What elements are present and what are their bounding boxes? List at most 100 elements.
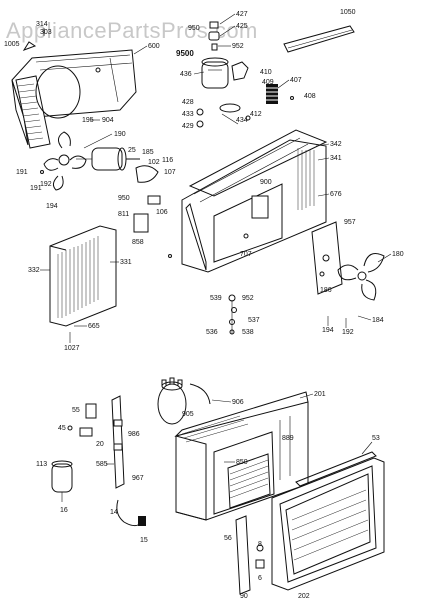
- top-bar-part-1050: [283, 25, 355, 53]
- part-label-342: 342: [330, 141, 342, 148]
- part-label-314: 314: [36, 21, 48, 28]
- part-label-900: 900: [260, 179, 272, 186]
- part-label-45: 45: [58, 425, 66, 432]
- part-label-190: 190: [114, 131, 126, 138]
- part-label-16: 16: [60, 507, 68, 514]
- evaporator-coil: [49, 225, 117, 327]
- part-label-600: 600: [148, 43, 160, 50]
- front-panel-frame: [271, 457, 385, 591]
- part-label-957: 957: [344, 219, 356, 226]
- part-label-8: 8: [258, 541, 262, 548]
- fan-motor: [76, 147, 140, 171]
- part-label-202: 202: [298, 593, 310, 600]
- filter-panel: [295, 451, 377, 487]
- part-label-14: 14: [110, 509, 118, 516]
- part-label-113: 113: [36, 461, 47, 468]
- part-label-1027: 1027: [64, 345, 80, 352]
- part-label-25: 25: [128, 147, 136, 154]
- part-label-952: 952: [232, 43, 244, 50]
- part-label-967: 967: [132, 475, 144, 482]
- switch-parts: [67, 403, 97, 437]
- part-label-195: 195: [82, 117, 94, 124]
- fan-shroud-957: [311, 221, 343, 295]
- part-label-436: 436: [180, 71, 192, 78]
- hardware-set: [228, 294, 237, 335]
- part-label-191b: 191: [30, 185, 42, 192]
- part-label-889: 889: [282, 435, 294, 442]
- part-label-412: 412: [250, 111, 262, 118]
- part-label-585: 585: [96, 461, 108, 468]
- capacitor-16: [51, 460, 73, 502]
- part-label-538: 538: [242, 329, 254, 336]
- part-label-303: 303: [40, 29, 52, 36]
- condenser-fan-blade: [337, 253, 385, 301]
- fan-blade-assembly: [43, 131, 87, 191]
- rear-grille-housing: [11, 41, 137, 149]
- part-label-90: 90: [240, 593, 248, 600]
- part-label-850: 850: [236, 459, 248, 466]
- part-label-184: 184: [372, 317, 384, 324]
- part-label-858: 858: [132, 239, 144, 246]
- part-label-106: 106: [156, 209, 168, 216]
- part-label-536: 536: [206, 329, 218, 336]
- part-label-539: 539: [210, 295, 222, 302]
- part-label-707: 707: [240, 251, 252, 258]
- part-label-194b: 194: [322, 327, 334, 334]
- part-label-102: 102: [148, 159, 160, 166]
- part-label-191: 191: [16, 169, 28, 176]
- part-label-433: 433: [182, 111, 194, 118]
- part-label-676: 676: [330, 191, 342, 198]
- coil-spring-407: [266, 84, 278, 104]
- capacitor-box-811: [133, 213, 149, 233]
- part-label-410: 410: [260, 69, 272, 76]
- part-label-1050: 1050: [340, 9, 356, 16]
- part-label-428: 428: [182, 99, 194, 106]
- part-label-950b: 950: [118, 195, 130, 202]
- part-label-1005: 1005: [4, 41, 20, 48]
- part-label-186: 186: [320, 287, 332, 294]
- part-label-15: 15: [140, 537, 148, 544]
- main-chassis: [181, 129, 328, 273]
- part-label-986: 986: [128, 431, 140, 438]
- power-cord-15: [116, 499, 146, 527]
- part-label-180: 180: [392, 251, 404, 258]
- front-cabinet: [174, 391, 309, 521]
- part-label-185: 185: [142, 149, 154, 156]
- part-label-905: 905: [182, 411, 194, 418]
- compressor-assembly: [196, 21, 251, 128]
- part-label-537: 537: [248, 317, 260, 324]
- part-label-665: 665: [88, 323, 100, 330]
- part-label-6: 6: [258, 575, 262, 582]
- part-label-950: 950: [188, 25, 200, 32]
- part-label-20: 20: [96, 441, 104, 448]
- part-label-429: 429: [182, 123, 194, 130]
- drain-strip-90: [235, 515, 265, 595]
- part-label-952b: 952: [242, 295, 254, 302]
- part-label-407: 407: [290, 77, 302, 84]
- part-label-409: 409: [262, 79, 274, 86]
- part-label-192: 192: [40, 181, 52, 188]
- part-label-53: 53: [372, 435, 380, 442]
- part-label-55: 55: [72, 407, 80, 414]
- part-label-434: 434: [236, 117, 248, 124]
- control-knob-905: [157, 377, 211, 425]
- part-label-341: 341: [330, 155, 342, 162]
- part-label-9500: 9500: [176, 49, 194, 58]
- part-label-811: 811: [118, 211, 129, 218]
- part-label-904: 904: [102, 117, 114, 124]
- part-label-192b: 192: [342, 329, 354, 336]
- part-label-201: 201: [314, 391, 326, 398]
- part-label-56: 56: [224, 535, 232, 542]
- part-label-332: 332: [28, 267, 40, 274]
- part-label-425: 425: [236, 23, 248, 30]
- part-label-194: 194: [46, 203, 58, 210]
- part-label-427: 427: [236, 11, 248, 18]
- part-label-116: 116: [162, 157, 173, 164]
- part-label-408: 408: [304, 93, 316, 100]
- part-label-906: 906: [232, 399, 244, 406]
- part-label-331: 331: [120, 259, 132, 266]
- part-label-107: 107: [164, 169, 176, 176]
- motor-bracket: [135, 165, 161, 205]
- control-bracket-585: [111, 395, 125, 489]
